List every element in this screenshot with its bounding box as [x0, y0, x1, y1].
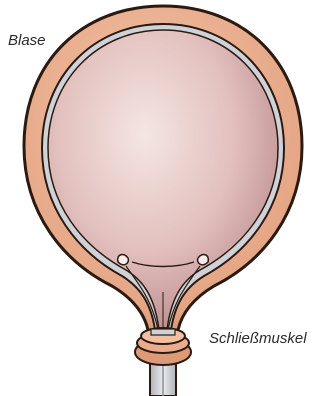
- bladder-label: Blase: [8, 32, 46, 49]
- right-ureter-opening: [198, 255, 209, 265]
- sphincter-muscle: [135, 328, 191, 365]
- left-ureter-opening: [118, 255, 129, 265]
- sphincter-label: Schließmuskel: [209, 330, 307, 347]
- bladder-interior: [48, 30, 278, 330]
